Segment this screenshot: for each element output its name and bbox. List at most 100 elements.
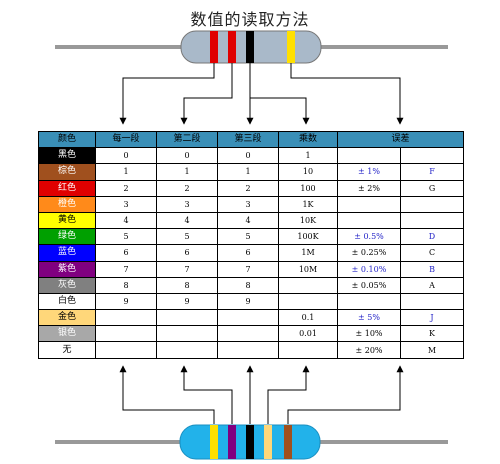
second-digit-cell: 3 [156, 195, 218, 213]
header-tolerance: 误差 [336, 130, 465, 149]
third-digit-cell: 0 [217, 147, 279, 165]
multiplier-cell: 0.01 [278, 325, 338, 343]
multiplier-cell: 1K [278, 195, 338, 213]
header-multiplier: 乘数 [278, 130, 338, 149]
third-digit-cell [217, 309, 279, 327]
second-digit-cell: 8 [156, 276, 218, 294]
second-digit-cell: 2 [156, 179, 218, 197]
header-color: 颜色 [38, 130, 96, 149]
third-digit-cell: 7 [217, 260, 279, 278]
third-digit-cell: 3 [217, 195, 279, 213]
tolerance-cell [337, 211, 401, 230]
color-swatch-cell: 红色 [38, 179, 96, 197]
tolerance-code-cell: B [399, 260, 465, 278]
bottom-band-2 [228, 425, 236, 459]
arrow-bottom-multiplier [267, 365, 310, 424]
second-digit-cell [156, 341, 218, 359]
diagram-title: 数值的读取方法 [190, 10, 310, 29]
tolerance-code-cell: G [399, 179, 465, 197]
tolerance-cell: ± 2% [337, 179, 401, 197]
first-digit-cell: 5 [95, 228, 157, 246]
bottom-band-1 [210, 425, 218, 459]
bottom-arrows [119, 365, 404, 424]
multiplier-cell: 10M [278, 260, 338, 278]
tolerance-code-cell [399, 211, 465, 230]
tolerance-code-cell: D [399, 228, 465, 246]
first-digit-cell: 3 [95, 195, 157, 213]
color-swatch-cell: 银色 [38, 325, 96, 343]
tolerance-code-cell [399, 147, 465, 165]
tolerance-cell [337, 292, 401, 311]
first-digit-cell: 0 [95, 147, 157, 165]
tolerance-cell: ± 0.25% [337, 244, 401, 262]
first-digit-cell: 6 [95, 244, 157, 262]
color-swatch-cell: 绿色 [38, 228, 96, 246]
color-swatch-cell: 灰色 [38, 276, 96, 294]
color-swatch-cell: 橙色 [38, 195, 96, 213]
top-arrows [119, 63, 404, 125]
tolerance-code-cell: A [399, 276, 465, 294]
multiplier-cell [278, 341, 338, 359]
color-swatch-cell: 棕色 [38, 163, 96, 181]
tolerance-code-cell: M [399, 341, 465, 359]
first-digit-cell: 7 [95, 260, 157, 278]
arrow-bottom-second [180, 365, 233, 424]
third-digit-cell: 8 [217, 276, 279, 294]
multiplier-cell: 1 [278, 147, 338, 165]
third-digit-cell: 4 [217, 211, 279, 230]
tolerance-cell: ± 20% [337, 341, 401, 359]
bottom-band-5 [284, 425, 292, 459]
tolerance-cell [337, 147, 401, 165]
arrow-first-band [119, 63, 215, 125]
multiplier-cell: 100K [278, 228, 338, 246]
third-digit-cell: 6 [217, 244, 279, 262]
top-band-1 [210, 31, 218, 63]
second-digit-cell: 6 [156, 244, 218, 262]
bottom-band-4 [264, 425, 272, 459]
top-band-4 [287, 31, 295, 63]
arrow-tolerance-band [290, 63, 404, 125]
multiplier-cell: 1M [278, 244, 338, 262]
header-second-band: 第二段 [156, 130, 218, 149]
first-digit-cell: 4 [95, 211, 157, 230]
color-swatch-cell: 白色 [38, 292, 96, 311]
arrow-bottom-tolerance [287, 365, 404, 424]
tolerance-code-cell [399, 195, 465, 213]
multiplier-cell: 10 [278, 163, 338, 181]
arrow-bottom-first [119, 365, 215, 424]
arrow-multiplier-band [249, 63, 310, 125]
third-digit-cell [217, 341, 279, 359]
tolerance-cell: ± 1% [337, 163, 401, 181]
second-digit-cell: 5 [156, 228, 218, 246]
third-digit-cell [217, 325, 279, 343]
bottom-band-3 [246, 425, 254, 459]
first-digit-cell: 8 [95, 276, 157, 294]
multiplier-cell [278, 276, 338, 294]
third-digit-cell: 5 [217, 228, 279, 246]
header-third-band: 第三段 [217, 130, 279, 149]
tolerance-cell: ± 5% [337, 309, 401, 327]
first-digit-cell [95, 309, 157, 327]
color-swatch-cell: 金色 [38, 309, 96, 327]
color-swatch-cell: 黄色 [38, 211, 96, 230]
color-swatch-cell: 无 [38, 341, 96, 359]
multiplier-cell: 10K [278, 211, 338, 230]
header-first-band: 每一段 [95, 130, 157, 149]
second-digit-cell: 7 [156, 260, 218, 278]
first-digit-cell: 1 [95, 163, 157, 181]
third-digit-cell: 9 [217, 292, 279, 311]
tolerance-code-cell [399, 292, 465, 311]
tolerance-cell: ± 0.10% [337, 260, 401, 278]
multiplier-cell [278, 292, 338, 311]
second-digit-cell: 4 [156, 211, 218, 230]
